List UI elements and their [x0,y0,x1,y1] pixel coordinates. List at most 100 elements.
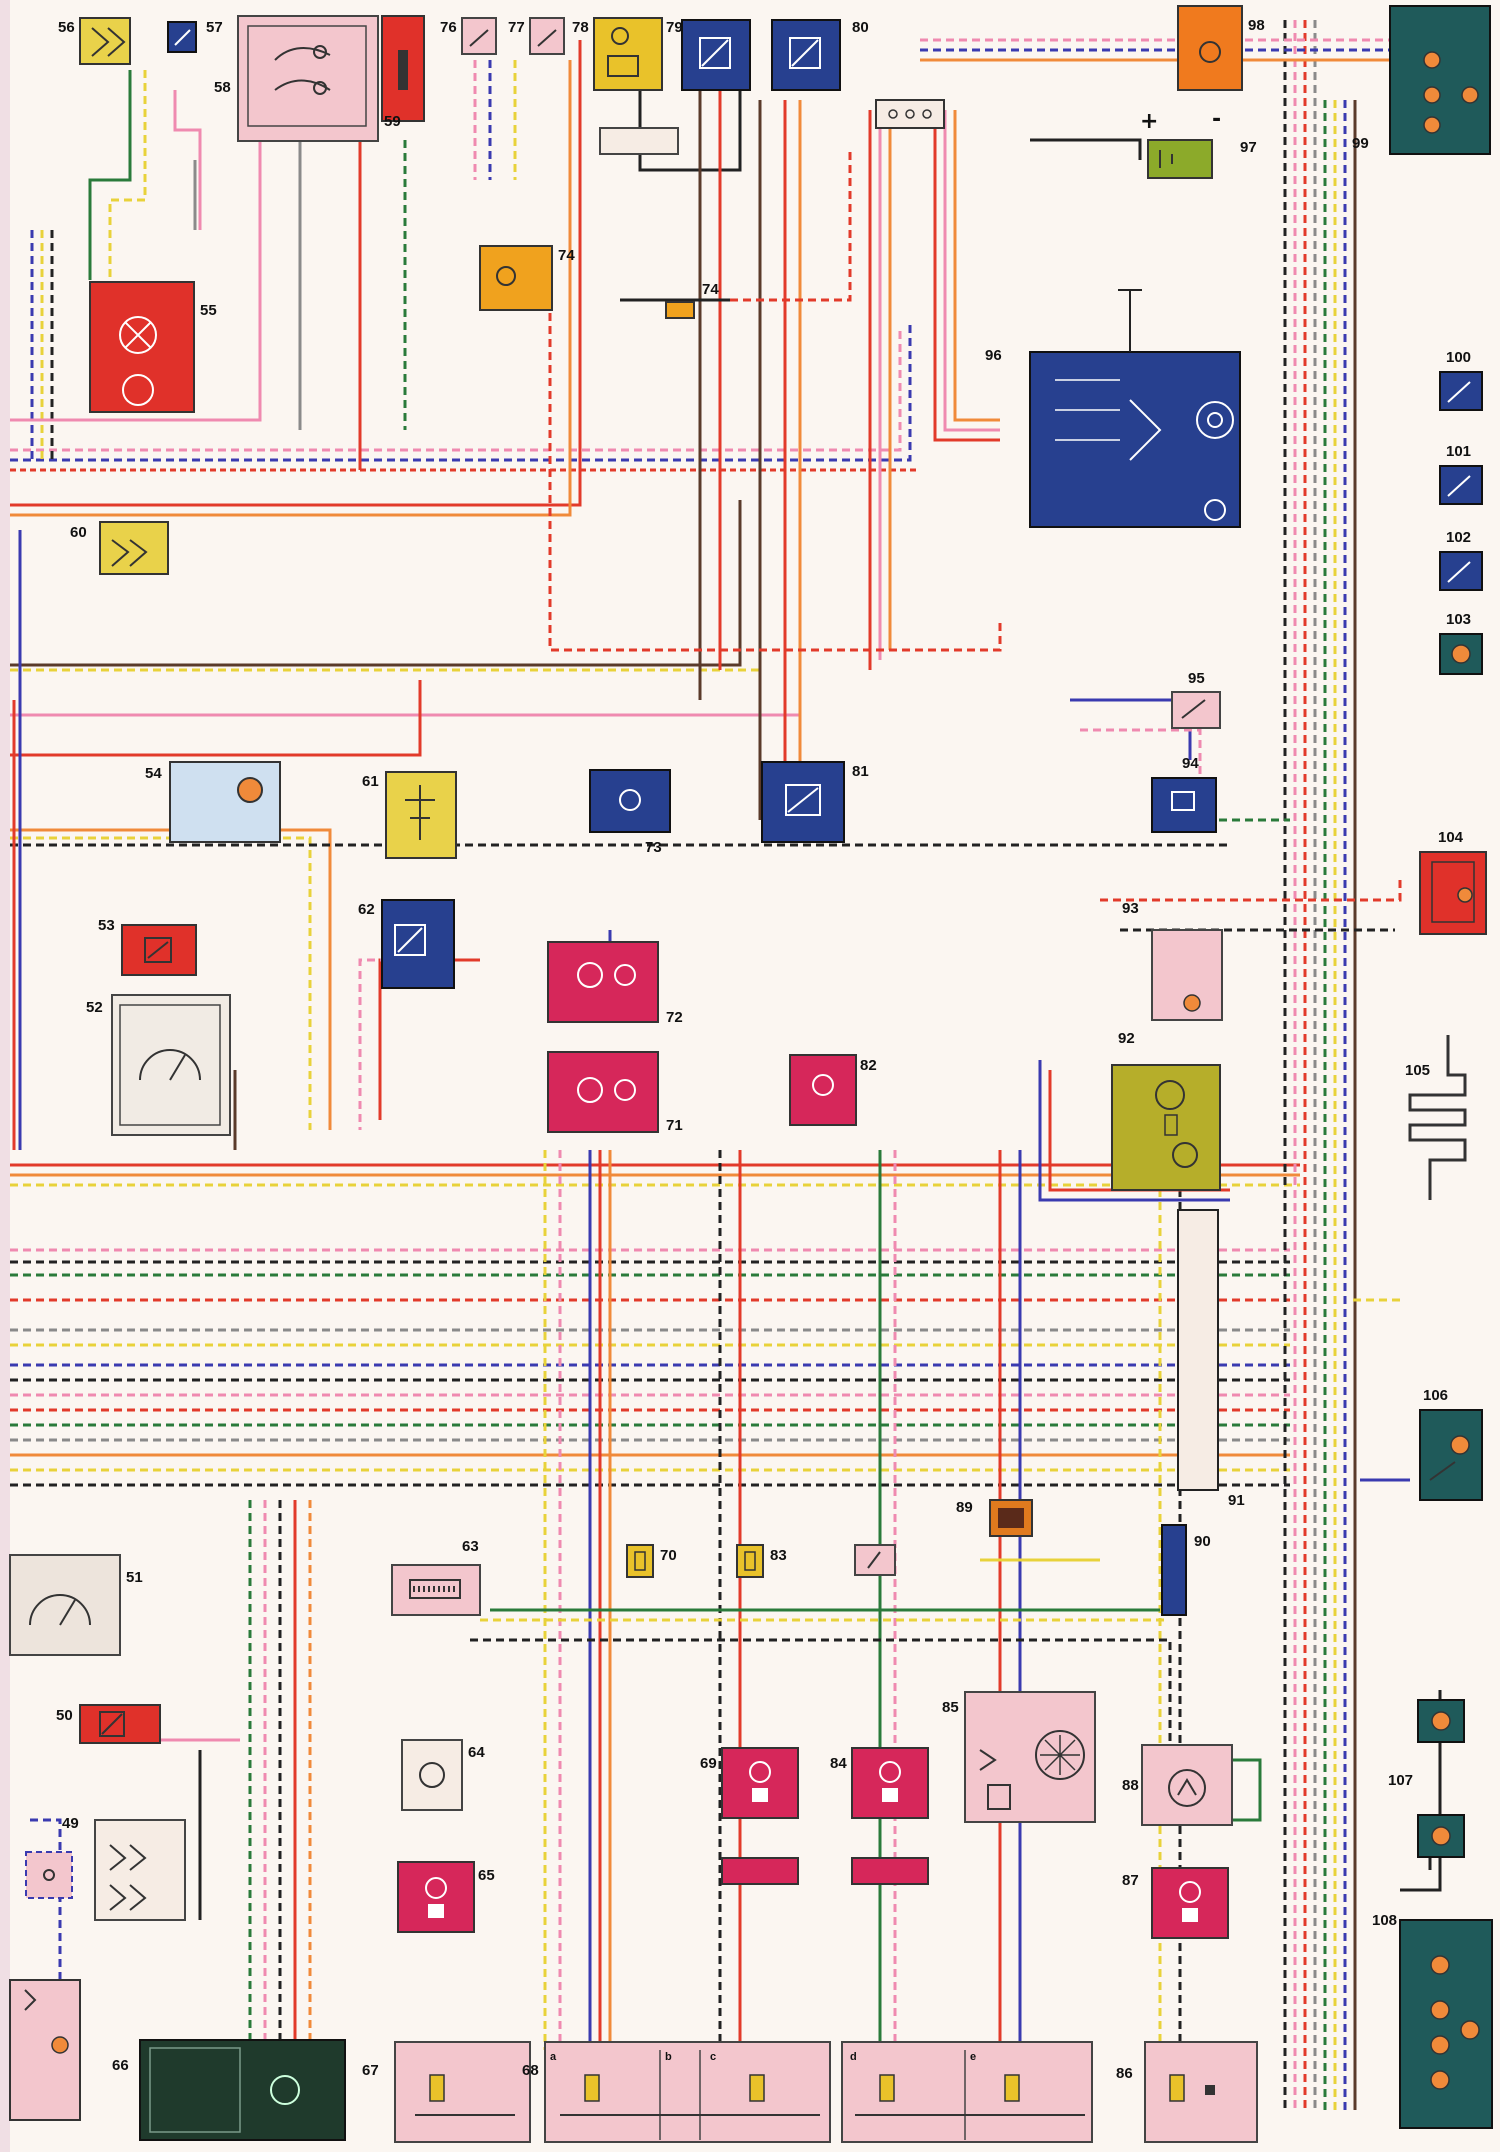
component-98: 98 [1177,5,1265,91]
component-72: 72 [547,941,683,1026]
label-97: 97 [1240,139,1257,156]
component-73: 73 [589,769,671,856]
label-65: 65 [478,1867,495,1884]
component-58: 58 [214,15,379,142]
component-89: 89 [956,1499,1033,1537]
component-connector-pink [854,1544,896,1576]
component-95: 95 [1171,670,1221,729]
label-80: 80 [852,19,869,36]
component-52: 52 [86,994,231,1136]
label-74-fuse: 74 [702,281,719,298]
component-84: 84 [830,1747,929,1885]
label-100: 100 [1446,349,1471,366]
component-69: 69 [700,1747,799,1885]
component-53: 53 [98,917,197,976]
label-55: 55 [200,302,217,319]
battery-plus: + [1140,109,1158,134]
component-block-d-e: d e [841,2041,1093,2143]
label-61: 61 [362,773,379,790]
component-77: 77 [508,19,525,36]
label-95: 95 [1188,670,1205,687]
label-66: 66 [112,2057,129,2074]
component-50: 50 [56,1704,161,1744]
label-99: 99 [1352,135,1369,152]
label-69: 69 [700,1755,717,1772]
label-93: 93 [1122,900,1139,917]
label-94: 94 [1182,755,1199,772]
component-70: 70 [626,1544,677,1578]
label-81: 81 [852,763,869,780]
label-101: 101 [1446,443,1471,460]
label-104: 104 [1438,829,1464,846]
label-102: 102 [1446,529,1471,546]
component-64: 64 [401,1739,485,1811]
component-61: 61 [362,771,457,859]
component-54: 54 [145,761,281,843]
component-60: 60 [70,521,169,575]
component-86: 86 [1116,2041,1258,2143]
component-91: 91 [1177,1209,1245,1509]
component-59: 59 [381,15,425,130]
label-62: 62 [358,901,375,918]
component-66: 66 [112,2039,346,2141]
label-72: 72 [666,1009,683,1026]
component-65: 65 [397,1861,495,1933]
label-71: 71 [666,1117,683,1134]
component-76: 76 [440,17,497,55]
component-lamp-lower-left [9,1979,81,2121]
label-60: 60 [70,524,87,541]
label-98: 98 [1248,17,1265,34]
label-106: 106 [1423,1387,1448,1404]
label-56: 56 [58,19,75,36]
component-79: 79 [593,17,683,91]
label-73: 73 [645,839,662,856]
battery-minus: - [1212,107,1221,132]
component-106: 106 [1419,1387,1483,1501]
label-77: 77 [508,19,525,36]
sub-label-e: e [970,2051,976,2063]
label-76: 76 [440,19,457,36]
sub-label-d: d [850,2051,857,2063]
label-105: 105 [1405,1062,1430,1079]
sub-label-b: b [665,2051,672,2063]
label-96: 96 [985,347,1002,364]
label-83: 83 [770,1547,787,1564]
component-88: 88 [1122,1744,1233,1826]
component-82: 82 [789,1054,877,1126]
label-91: 91 [1228,1492,1245,1509]
label-57: 57 [206,19,223,36]
label-67: 67 [362,2062,379,2079]
left-margin [0,0,10,2152]
label-64: 64 [468,1744,485,1761]
component-81: 81 [761,761,869,843]
component-87: 87 [1122,1867,1229,1939]
label-49: 49 [62,1815,79,1832]
label-74: 74 [558,247,575,264]
label-103: 103 [1446,611,1471,628]
component-97: + - 97 [1140,107,1257,179]
component-49: 49 [25,1815,186,1921]
label-82: 82 [860,1057,877,1074]
component-107: 107 [1388,1699,1465,1858]
component-splice-plate-top [599,127,679,155]
label-79: 79 [666,19,683,36]
label-63: 63 [462,1538,479,1555]
component-101: 101 [1439,443,1483,505]
label-68: 68 [522,2062,539,2079]
component-103: 103 [1439,611,1483,675]
component-71: 71 [547,1051,683,1134]
label-84: 84 [830,1755,847,1772]
component-92: 92 [1111,1030,1221,1191]
component-102: 102 [1439,529,1483,591]
label-59: 59 [384,113,401,130]
label-108: 108 [1372,1912,1397,1929]
component-83: 83 [736,1544,787,1578]
label-88: 88 [1122,1777,1139,1794]
component-80: 80 [681,19,869,91]
label-87: 87 [1122,1872,1139,1889]
component-96: 96 [985,289,1241,528]
component-105: 105 [1405,1035,1467,1200]
label-53: 53 [98,917,115,934]
component-55: 55 [89,281,217,413]
